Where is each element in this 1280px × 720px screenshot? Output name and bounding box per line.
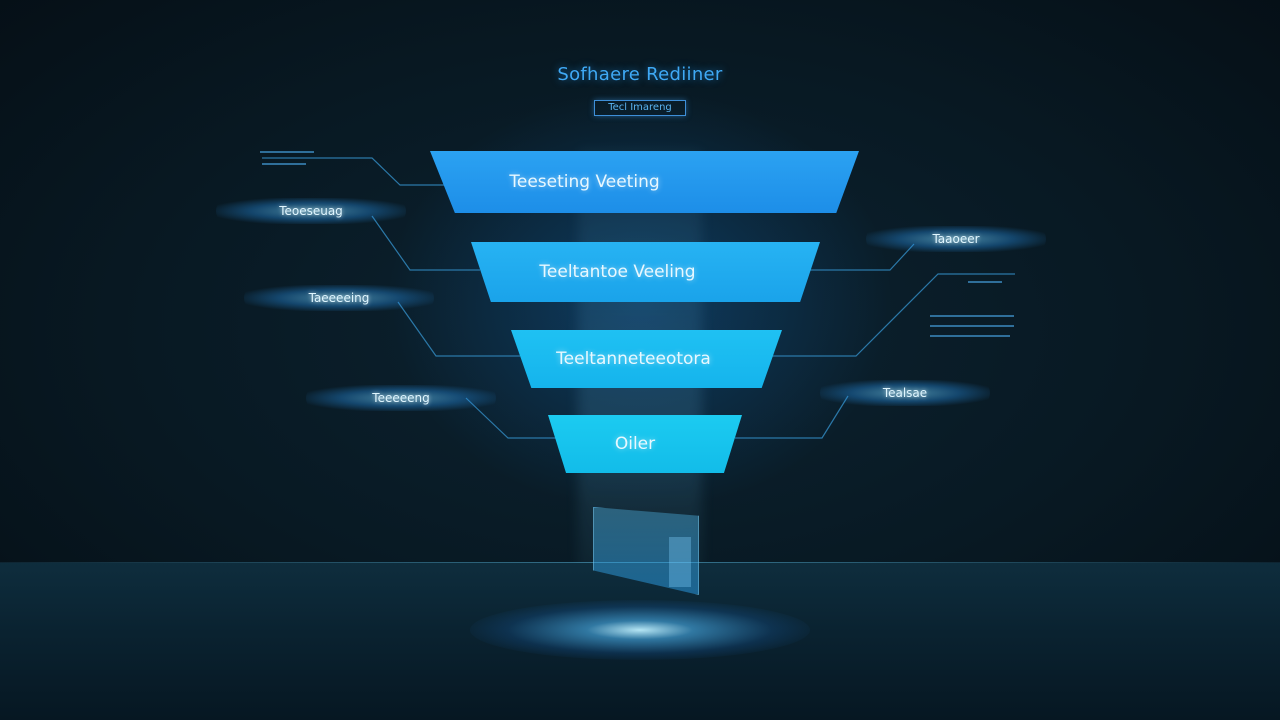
output-screen-icon	[593, 507, 699, 595]
node-left-2: Taeeeeing	[244, 285, 434, 311]
connector-left-top	[262, 157, 450, 186]
connector-left-2	[397, 301, 520, 357]
node-left-1: Teoeseuag	[216, 198, 406, 224]
funnel-stage-1-label: Teeseting Veeting	[509, 172, 660, 192]
connector-right-top	[772, 273, 1015, 357]
funnel-stage-2: Teeltantoe Veeling	[471, 242, 820, 302]
funnel-stage-2-label: Teeltantoe Veeling	[539, 262, 696, 282]
funnel-stage-4-label: Oiler	[614, 434, 656, 454]
diagram-subtitle: Tecl Imareng	[594, 100, 686, 116]
funnel-stage-1: Teeseting Veeting	[430, 151, 859, 213]
funnel-stage-3-label: Teeltanneteeotora	[556, 349, 711, 369]
connector-right-1	[808, 243, 915, 271]
funnel-stage-4: Oiler	[548, 415, 742, 473]
node-right-1: Taaoeer	[866, 226, 1046, 252]
funnel-stage-3: Teeltanneteeotora	[511, 330, 782, 388]
connector-left-1	[371, 215, 480, 271]
node-left-3: Teeeeeng	[306, 385, 496, 411]
connector-left-3	[465, 397, 560, 439]
node-right-2: Tealsae	[820, 380, 990, 406]
connector-right-2	[735, 395, 849, 439]
floor-glow	[470, 600, 810, 660]
diagram-title: Sofhaere Rediiner	[557, 64, 723, 85]
